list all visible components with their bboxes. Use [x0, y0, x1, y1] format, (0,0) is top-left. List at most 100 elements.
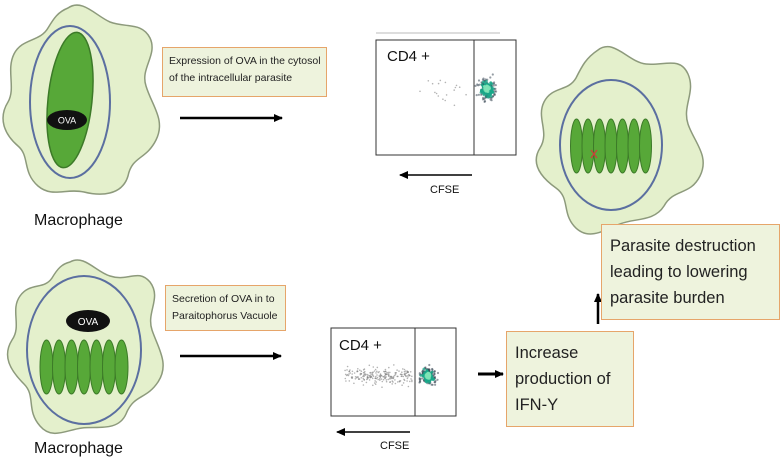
event-dot: [486, 90, 490, 93]
event-dot: [421, 370, 424, 373]
event-dot: [483, 100, 487, 103]
event-dot: [379, 375, 381, 378]
event-dot: [362, 384, 365, 386]
event-dot: [434, 91, 436, 94]
event-dot: [481, 80, 485, 84]
event-dot: [434, 381, 437, 384]
event-dot: [445, 94, 448, 96]
event-dot: [381, 380, 384, 383]
ifn-line-1: Increase: [515, 344, 579, 362]
event-dot: [401, 384, 403, 387]
event-dot: [401, 371, 403, 374]
parasite-cell: [64, 339, 79, 395]
ifn-line-2: production of: [515, 370, 611, 388]
event-dot: [385, 380, 388, 383]
event-dot: [419, 378, 422, 381]
event-dot: [349, 372, 352, 374]
event-dot: [353, 382, 355, 385]
event-dot: [419, 374, 423, 377]
event-dot: [394, 379, 396, 381]
event-dot: [371, 377, 374, 380]
event-dot: [377, 378, 380, 381]
event-dot: [362, 375, 364, 378]
parasitophorous-vacuole-top: [29, 25, 111, 179]
event-dot: [433, 370, 436, 373]
event-dot: [383, 371, 386, 373]
event-dot: [437, 82, 440, 85]
event-dot: [372, 371, 374, 373]
event-dot: [375, 381, 378, 383]
event-dot: [404, 374, 406, 376]
macrophage-bottom-label: Macrophage: [34, 440, 123, 457]
event-dot: [394, 373, 397, 376]
event-dot: [439, 79, 442, 82]
ova-bottom: OVA: [66, 310, 110, 332]
event-dot: [369, 374, 371, 377]
event-dot: [480, 89, 484, 93]
event-dot: [344, 373, 347, 376]
event-dot: [345, 374, 348, 377]
event-dot: [388, 378, 391, 380]
event-dot: [392, 377, 395, 379]
event-dot: [485, 85, 489, 89]
parasite-cell: [581, 118, 595, 174]
event-dot: [380, 378, 383, 380]
event-dot: [348, 380, 351, 382]
event-dot: [407, 385, 410, 388]
event-dot: [406, 380, 408, 382]
event-dot: [381, 386, 383, 389]
flow-plot-bottom: [330, 327, 457, 417]
ifn-line-3: IFN-Y: [515, 396, 559, 414]
event-dot: [482, 93, 486, 97]
event-dot: [348, 370, 351, 373]
flow-plot-top: [375, 39, 517, 156]
event-dot: [344, 369, 346, 372]
event-dot: [477, 79, 481, 82]
event-dot: [481, 78, 484, 81]
ova-top: OVA: [47, 110, 87, 130]
event-dot: [364, 370, 366, 373]
event-dot: [407, 374, 409, 377]
event-dot: [411, 375, 413, 378]
event-dot: [379, 379, 381, 381]
event-dot: [494, 87, 497, 90]
event-dot: [344, 377, 347, 380]
event-dot: [458, 86, 461, 88]
event-dot: [387, 378, 390, 381]
event-dot: [357, 368, 359, 370]
event-dot: [409, 374, 411, 377]
event-dot: [489, 95, 493, 98]
event-dot: [389, 371, 391, 374]
event-dot: [436, 378, 439, 381]
event-dot: [346, 369, 348, 371]
event-dot: [401, 375, 403, 377]
event-dot: [388, 366, 390, 369]
event-dot: [409, 371, 412, 373]
event-dot: [359, 369, 361, 372]
parasite-cell: [639, 118, 652, 174]
plot-top-gate-label: CD4 +: [387, 48, 430, 65]
event-dot: [393, 374, 396, 377]
event-dot: [389, 375, 392, 378]
event-dot: [365, 381, 368, 384]
event-dot: [455, 84, 458, 87]
event-dot: [387, 375, 390, 377]
event-dot: [399, 380, 402, 382]
event-dot: [475, 94, 478, 97]
event-dot: [349, 369, 351, 371]
plot-top-events: [419, 73, 498, 107]
event-dot: [410, 378, 412, 380]
plot-bottom-gate-label: CD4 +: [339, 337, 382, 354]
event-dot: [419, 379, 422, 382]
event-dot: [425, 373, 428, 377]
event-dot: [407, 376, 409, 378]
event-dot: [373, 382, 376, 384]
event-dot: [411, 379, 413, 382]
event-dot: [387, 371, 390, 374]
plot-bottom-axis-label: CFSE: [380, 440, 410, 452]
event-dot: [444, 81, 447, 84]
event-dot: [356, 376, 359, 378]
event-dot: [428, 363, 431, 367]
event-dot: [368, 364, 371, 367]
event-dot: [375, 375, 377, 378]
